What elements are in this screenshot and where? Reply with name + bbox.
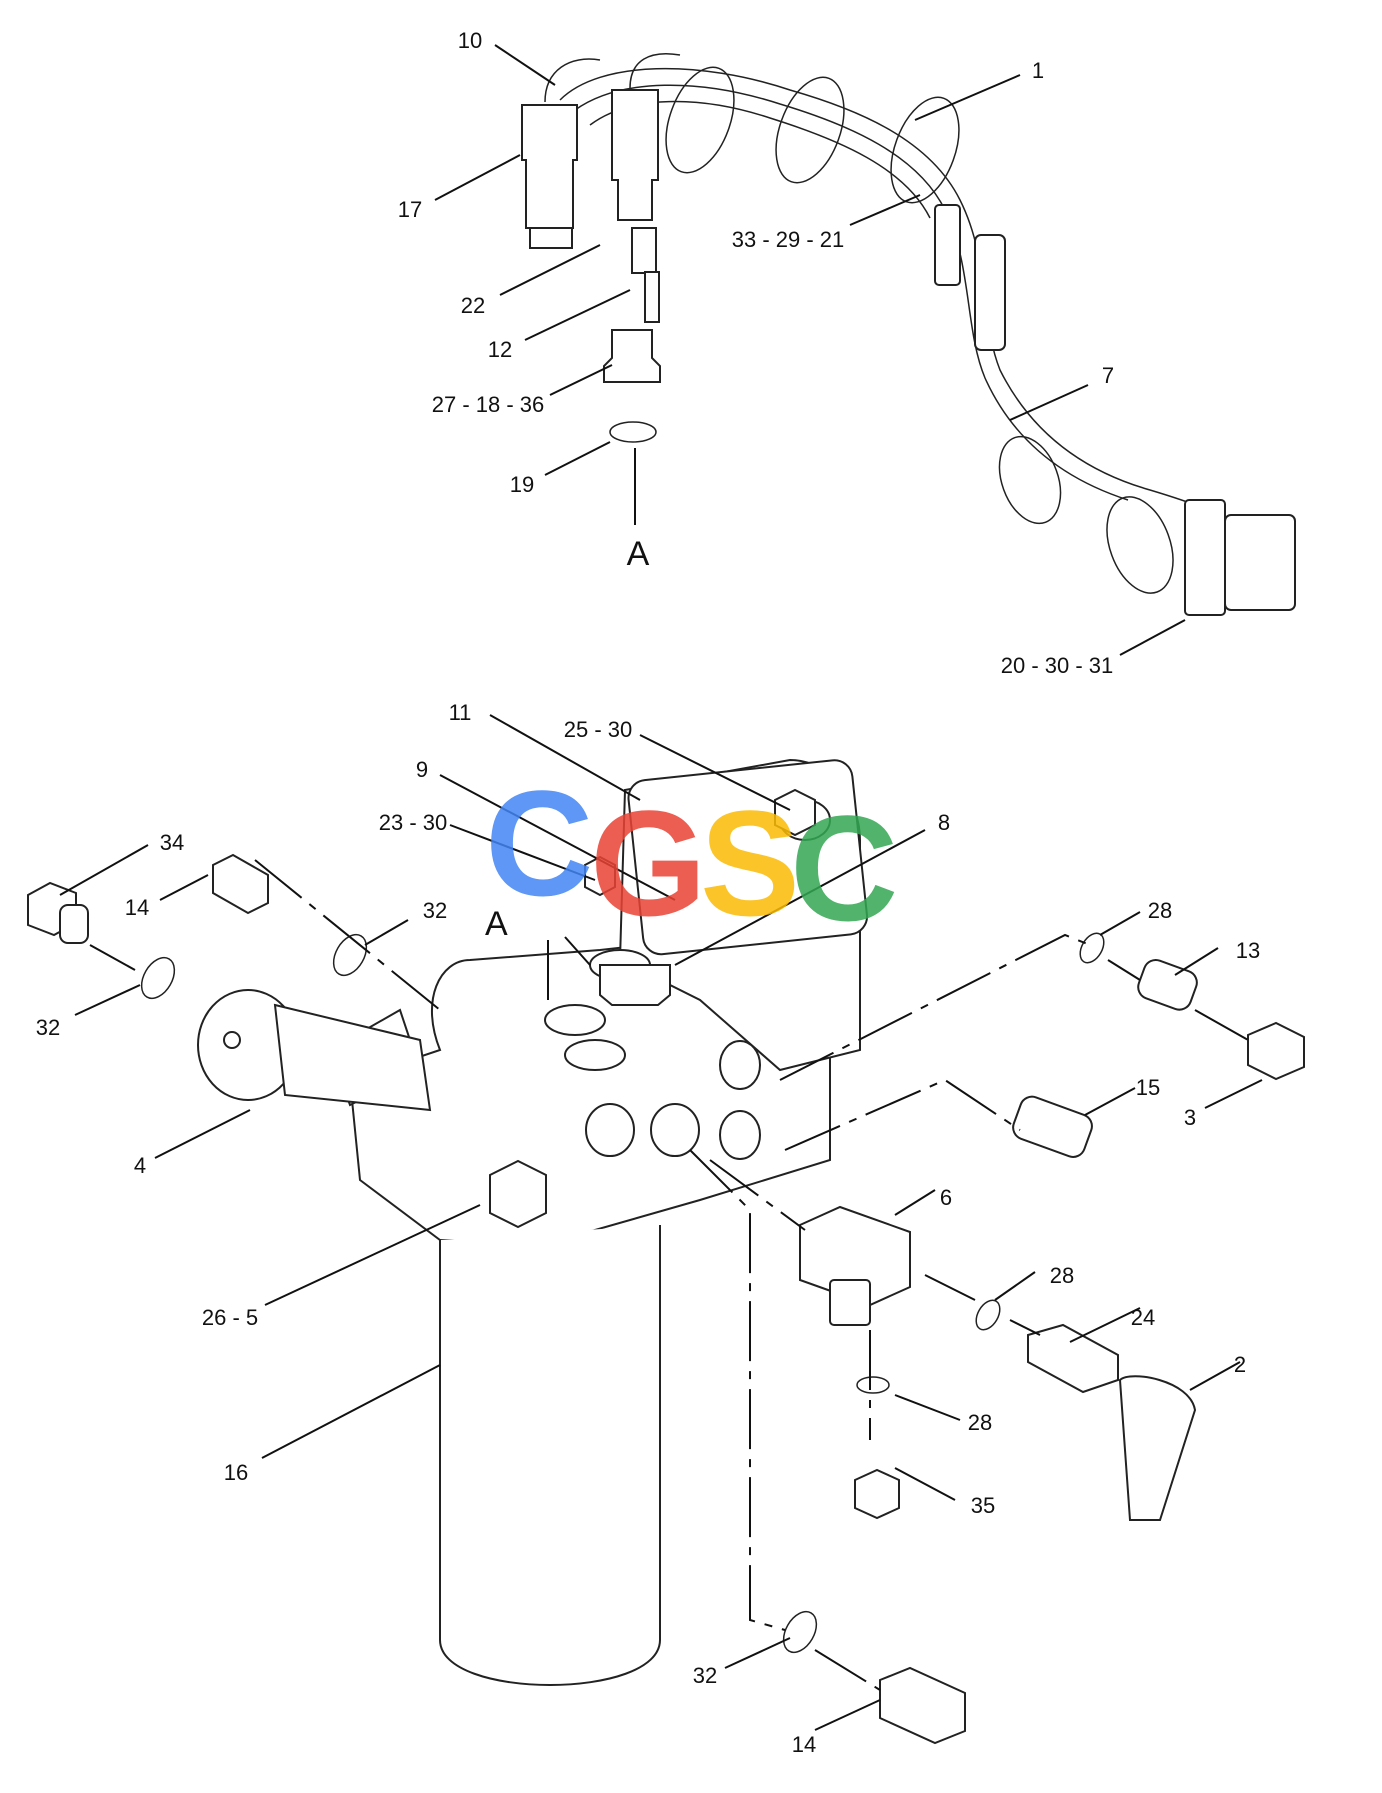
callout-27-18-36: 27 - 18 - 36 (432, 392, 545, 417)
filter-canister (439, 1225, 661, 1686)
callout-32-left: 32 (36, 1015, 60, 1040)
callout-14-lower: 14 (792, 1732, 816, 1757)
wiring-harness (559, 66, 1296, 616)
bypass-indicator (197, 989, 432, 1112)
callout-7: 7 (1102, 363, 1114, 388)
callout-3: 3 (1184, 1105, 1196, 1130)
callout-17: 17 (398, 197, 422, 222)
callout-13: 13 (1236, 938, 1260, 963)
callout-28-upper: 28 (1148, 898, 1172, 923)
callout-10: 10 (458, 28, 482, 53)
sensor-body (521, 53, 681, 323)
callout-11: 11 (449, 700, 472, 725)
callout-19: 19 (510, 472, 534, 497)
callout-2: 2 (1234, 1352, 1246, 1377)
callout-15: 15 (1136, 1075, 1160, 1100)
leader-lines (59, 44, 1263, 1731)
callout-24: 24 (1131, 1305, 1155, 1330)
callout-12: 12 (488, 337, 512, 362)
callout-22: 22 (461, 293, 485, 318)
callout-16: 16 (224, 1460, 248, 1485)
view-marker-a-lower: A (485, 905, 508, 943)
callout-33-29-21: 33 - 29 - 21 (732, 227, 845, 252)
cgsc-watermark: C G S C (485, 759, 898, 952)
svg-text:C: C (790, 784, 898, 952)
callout-28-lower: 28 (968, 1410, 992, 1435)
callout-4: 4 (134, 1153, 146, 1178)
callout-32-upper: 32 (423, 898, 447, 923)
svg-text:G: G (590, 779, 707, 947)
svg-text:C: C (485, 759, 593, 927)
callout-6: 6 (940, 1185, 952, 1210)
callout-20-30-31: 20 - 30 - 31 (1001, 653, 1114, 678)
part-callouts: 10 1 17 33 - 29 - 21 22 12 27 - 18 - 36 … (36, 28, 1260, 1757)
callout-1: 1 (1032, 58, 1044, 83)
callout-34: 34 (160, 830, 184, 855)
adapter-fitting (603, 329, 661, 383)
assembly-lines (89, 448, 1249, 1691)
callout-8: 8 (938, 810, 950, 835)
o-ring (609, 421, 657, 443)
callout-26-5: 26 - 5 (202, 1305, 258, 1330)
callout-9: 9 (416, 757, 428, 782)
fittings (27, 853, 1305, 1745)
callout-32-lower: 32 (693, 1663, 717, 1688)
callout-23-30: 23 - 30 (379, 810, 448, 835)
callout-35: 35 (971, 1493, 995, 1518)
callout-14-upper: 14 (125, 895, 149, 920)
callout-25-30: 25 - 30 (564, 717, 633, 742)
svg-text:S: S (700, 779, 800, 947)
callout-28-middle: 28 (1050, 1263, 1074, 1288)
view-marker-a-upper: A (627, 535, 650, 573)
